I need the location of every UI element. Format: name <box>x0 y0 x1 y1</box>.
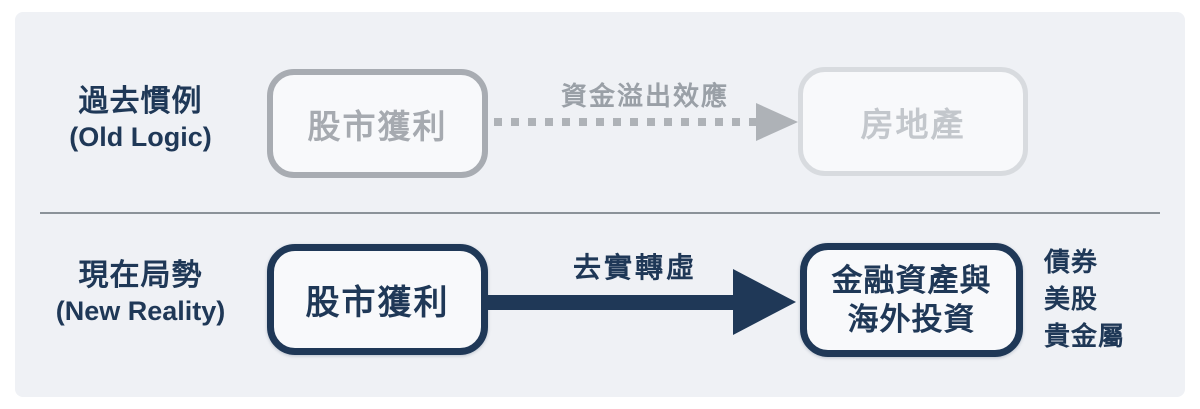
old-logic-label-zh: 過去慣例 <box>78 85 203 118</box>
new-reality-label-en: (New Reality) <box>55 296 226 326</box>
old-logic-label-en: (Old Logic) <box>69 122 212 152</box>
new-target-box-line2: 海外投資 <box>847 302 976 337</box>
asset-item-precious-metals: 貴金屬 <box>1044 321 1126 351</box>
new-target-box-label: 金融資產與 海外投資 <box>832 261 992 339</box>
asset-item-us-stocks: 美股 <box>1044 284 1099 314</box>
solid-arrow-head-icon <box>733 269 796 335</box>
old-source-box: 股市獲利 <box>267 69 488 178</box>
new-target-box: 金融資產與 海外投資 <box>800 243 1023 357</box>
new-source-box-label: 股市獲利 <box>305 284 450 322</box>
dotted-arrow-line <box>494 118 758 126</box>
old-source-box-label: 股市獲利 <box>307 107 448 145</box>
new-source-box: 股市獲利 <box>267 244 488 355</box>
asset-item-bonds: 債券 <box>1044 247 1099 277</box>
new-reality-label-zh: 現在局勢 <box>78 259 203 292</box>
spillover-arrow-label: 資金溢出效應 <box>560 81 729 111</box>
old-target-box-label: 房地產 <box>860 105 966 143</box>
old-logic-row-label: 過去慣例 (Old Logic) <box>38 84 243 154</box>
new-target-box-line1: 金融資產與 <box>831 263 992 298</box>
old-target-box: 房地產 <box>798 67 1028 176</box>
solid-arrow-line <box>486 295 734 310</box>
row-divider <box>40 212 1160 214</box>
dotted-arrow-head-icon <box>756 103 798 141</box>
asset-side-list: 債券 美股 貴金屬 <box>1044 244 1125 355</box>
flow-arrow-label: 去實轉虛 <box>572 252 697 283</box>
new-reality-row-label: 現在局勢 (New Reality) <box>38 258 243 328</box>
